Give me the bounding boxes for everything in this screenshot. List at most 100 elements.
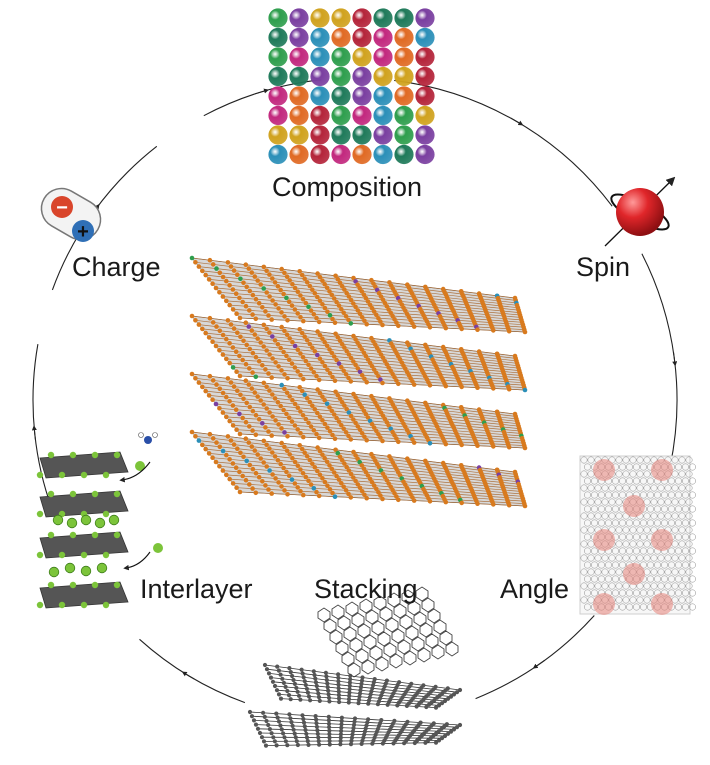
- angle-lattice-ring: [612, 519, 619, 527]
- composition-atom: [310, 47, 330, 67]
- angle-lattice-ring: [640, 477, 647, 485]
- stacking-carbon-atom: [264, 667, 270, 672]
- angle-lattice-ring: [685, 470, 693, 478]
- lattice-atom: [322, 455, 328, 461]
- stacking-carbon-atom: [281, 680, 286, 686]
- lattice-atom: [247, 482, 252, 487]
- stacking-carbon-atom: [282, 735, 287, 740]
- angle-lattice-ring: [675, 603, 682, 611]
- lattice-atom: [312, 407, 318, 412]
- angle-lattice-ring: [664, 554, 672, 562]
- lattice-atom: [348, 297, 354, 303]
- angle-lattice-ring: [671, 456, 679, 464]
- lattice-atom: [206, 451, 212, 456]
- interlayer-ion: [64, 562, 76, 574]
- lattice-atom: [298, 467, 303, 472]
- lattice-atom: [341, 484, 347, 490]
- lattice-atom: [344, 406, 350, 412]
- lattice-atom: [325, 483, 330, 489]
- angle-lattice-ring: [685, 484, 693, 492]
- angle-lattice-ring: [654, 491, 661, 499]
- lattice-atom: [224, 336, 229, 342]
- lattice-atom: [355, 424, 361, 429]
- lattice-atom: [332, 320, 338, 326]
- interlayer-edge-atom: [80, 471, 88, 479]
- lattice-atom: [243, 378, 249, 384]
- interlayer-edge-atom: [102, 601, 110, 609]
- stacking-hexagon: [341, 651, 355, 667]
- stacking-carbon-atom: [327, 699, 332, 704]
- angle-lattice-ring: [668, 519, 675, 527]
- composition-atom: [289, 105, 309, 126]
- stacking-carbon-atom: [336, 672, 341, 677]
- lattice-atom: [256, 416, 262, 422]
- lattice-atom: [378, 319, 383, 324]
- angle-moire-hotspot: [593, 529, 615, 551]
- lattice-atom: [193, 376, 198, 381]
- angle-lattice-ring: [605, 561, 612, 569]
- lattice-atom: [210, 262, 216, 267]
- lattice-atom: [244, 400, 249, 406]
- lattice-atom: [269, 491, 275, 496]
- angle-lattice-ring: [598, 575, 605, 583]
- angle-lattice-ring: [640, 463, 647, 471]
- lattice-atom: [364, 437, 370, 443]
- stacking-carbon-atom: [272, 683, 278, 689]
- stacking-carbon-atom: [424, 704, 429, 710]
- angle-lattice-ring: [615, 540, 623, 548]
- angle-lattice-ring: [622, 470, 630, 478]
- lattice-atom: [290, 339, 295, 345]
- angle-lattice-ring: [615, 498, 623, 506]
- stacking-carbon-atom: [350, 732, 355, 737]
- lattice-atom: [367, 476, 373, 482]
- lattice-atom: [475, 443, 480, 449]
- lattice-atom: [231, 326, 237, 331]
- stacking-carbon-atom: [351, 722, 357, 728]
- stacking-carbon-atom: [326, 714, 331, 720]
- stacking-carbon-atom: [291, 677, 296, 683]
- stacking-carbon-atom: [316, 735, 321, 740]
- stacking-carbon-atom: [290, 723, 295, 729]
- angle-lattice-ring: [668, 477, 675, 485]
- lattice-atom: [246, 440, 252, 445]
- angle-lattice-ring: [647, 561, 654, 569]
- angle-lattice-ring: [587, 498, 595, 506]
- angle-lattice-ring: [650, 582, 658, 590]
- angle-lattice-ring: [619, 533, 626, 541]
- stacking-carbon-atom: [336, 686, 341, 691]
- lattice-atom: [308, 424, 314, 429]
- angle-lattice-ring: [580, 568, 588, 576]
- lattice-atom: [316, 493, 322, 499]
- lattice-atom: [252, 274, 258, 279]
- lattice-atom: [359, 315, 365, 320]
- interlayer-edge-atom: [80, 601, 88, 609]
- angle-lattice-ring: [580, 484, 588, 492]
- angle-lattice-ring: [584, 477, 591, 485]
- stacking-hexagon: [425, 633, 439, 649]
- lattice-atom: [357, 311, 363, 317]
- lattice-atom: [427, 383, 433, 388]
- lattice-atom: [292, 459, 298, 465]
- angle-lattice-ring: [643, 512, 651, 520]
- lattice-atom: [247, 346, 253, 352]
- interlayer-ion-entering: [135, 461, 145, 471]
- lattice-atom: [267, 410, 272, 415]
- angle-lattice-ring: [682, 491, 689, 499]
- stacking-carbon-atom: [404, 703, 409, 709]
- stacking-carbon-atom: [288, 697, 293, 702]
- stacking-carbon-atom: [316, 691, 321, 696]
- lattice-layer-slab: [189, 255, 528, 335]
- angle-lattice-ring: [601, 498, 609, 506]
- lattice-atom: [411, 440, 417, 445]
- lattice-atom: [317, 332, 323, 338]
- stacking-carbon-atom: [313, 680, 319, 685]
- composition-atom: [373, 66, 393, 87]
- lattice-atom: [357, 485, 363, 491]
- stacking-carbon-atom: [267, 727, 272, 732]
- stacking-graphene-layers-icon: [247, 586, 463, 748]
- lattice-atom: [459, 500, 465, 506]
- lattice-atom: [298, 293, 303, 298]
- lattice-atom: [249, 386, 255, 391]
- lattice-atom: [302, 450, 308, 456]
- angle-lattice-ring: [640, 491, 647, 499]
